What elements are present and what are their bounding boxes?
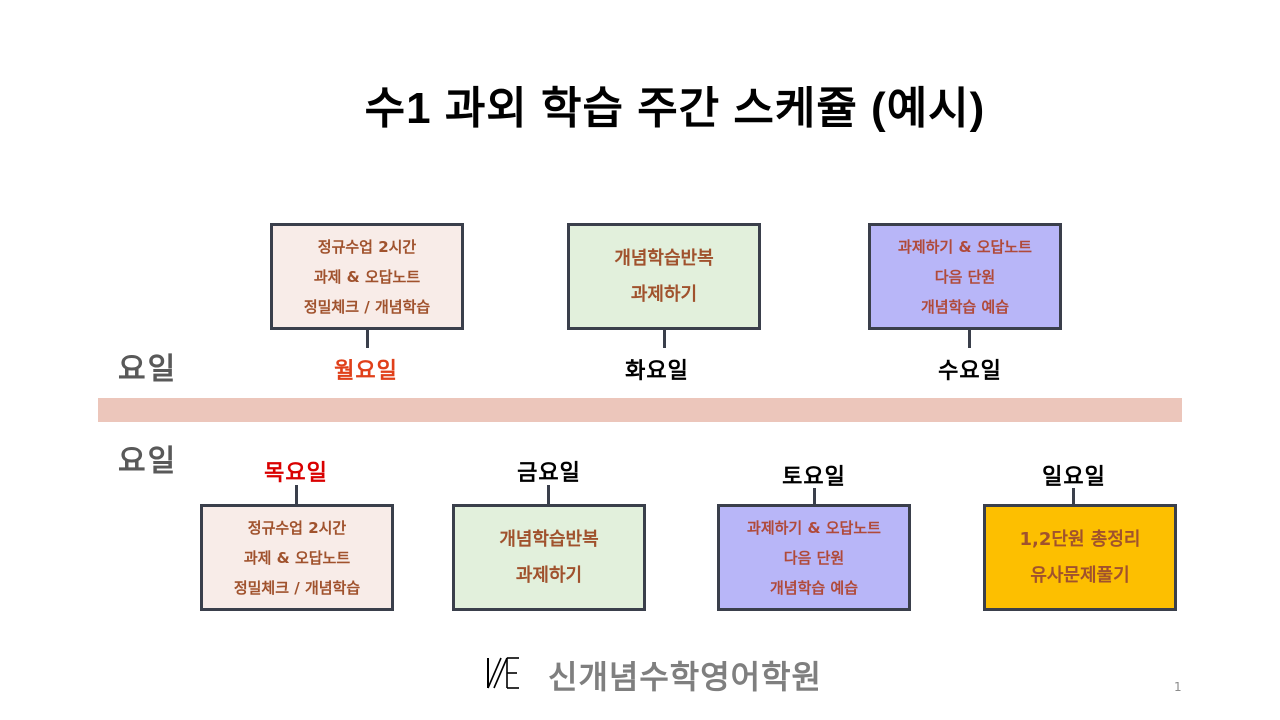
row-label-bottom: 요일 (118, 444, 178, 479)
box-line: 정규수업 2시간 (247, 518, 347, 537)
day-label-thursday: 목요일 (264, 461, 328, 486)
box-line: 개념학습반복 (614, 247, 714, 269)
connector-line (366, 330, 369, 348)
day-label-friday: 금요일 (517, 461, 581, 486)
box-line: 과제하기 (515, 564, 583, 586)
box-line: 과제 & 오답노트 (243, 548, 351, 567)
academy-name: 신개념수학영어학원 (548, 658, 822, 696)
connector-line (547, 485, 550, 505)
box-line: 과제하기 & 오답노트 (898, 237, 1032, 256)
day-label-saturday: 토요일 (782, 465, 846, 490)
box-line: 과제 & 오답노트 (313, 267, 421, 286)
page-title: 수1 과외 학습 주간 스케쥴 (예시) (364, 84, 986, 133)
box-line: 과제하기 (630, 283, 698, 305)
schedule-box-friday: 개념학습반복 과제하기 (452, 504, 646, 611)
box-line: 정밀체크 / 개념학습 (233, 578, 361, 597)
schedule-box-thursday: 정규수업 2시간 과제 & 오답노트 정밀체크 / 개념학습 (200, 504, 394, 611)
connector-line (663, 330, 666, 348)
box-line: 개념학습반복 (499, 528, 599, 550)
connector-line (813, 488, 816, 505)
box-line: 과제하기 & 오답노트 (747, 518, 881, 537)
schedule-box-saturday: 과제하기 & 오답노트 다음 단원 개념학습 예습 (717, 504, 911, 611)
schedule-box-sunday: 1,2단원 총정리 유사문제풀기 (983, 504, 1177, 611)
box-line: 1,2단원 총정리 (1019, 528, 1141, 550)
connector-line (295, 485, 298, 505)
row-label-top: 요일 (118, 352, 178, 387)
box-line: 정밀체크 / 개념학습 (303, 297, 431, 316)
divider-bar (98, 398, 1182, 422)
box-line: 정규수업 2시간 (317, 237, 417, 256)
page-number: 1 (1174, 680, 1182, 694)
day-label-tuesday: 화요일 (625, 359, 689, 384)
box-line: 다음 단원 (934, 267, 996, 286)
schedule-box-monday: 정규수업 2시간 과제 & 오답노트 정밀체크 / 개념학습 (270, 223, 464, 330)
schedule-box-tuesday: 개념학습반복 과제하기 (567, 223, 761, 330)
box-line: 개념학습 예습 (920, 297, 1010, 316)
schedule-box-wednesday: 과제하기 & 오답노트 다음 단원 개념학습 예습 (868, 223, 1062, 330)
academy-logo-icon (487, 657, 519, 689)
day-label-monday: 월요일 (334, 359, 398, 384)
connector-line (1072, 488, 1075, 505)
day-label-sunday: 일요일 (1042, 465, 1106, 490)
box-line: 유사문제풀기 (1030, 564, 1130, 586)
day-label-wednesday: 수요일 (938, 359, 1002, 384)
connector-line (968, 330, 971, 348)
box-line: 개념학습 예습 (769, 578, 859, 597)
box-line: 다음 단원 (783, 548, 845, 567)
